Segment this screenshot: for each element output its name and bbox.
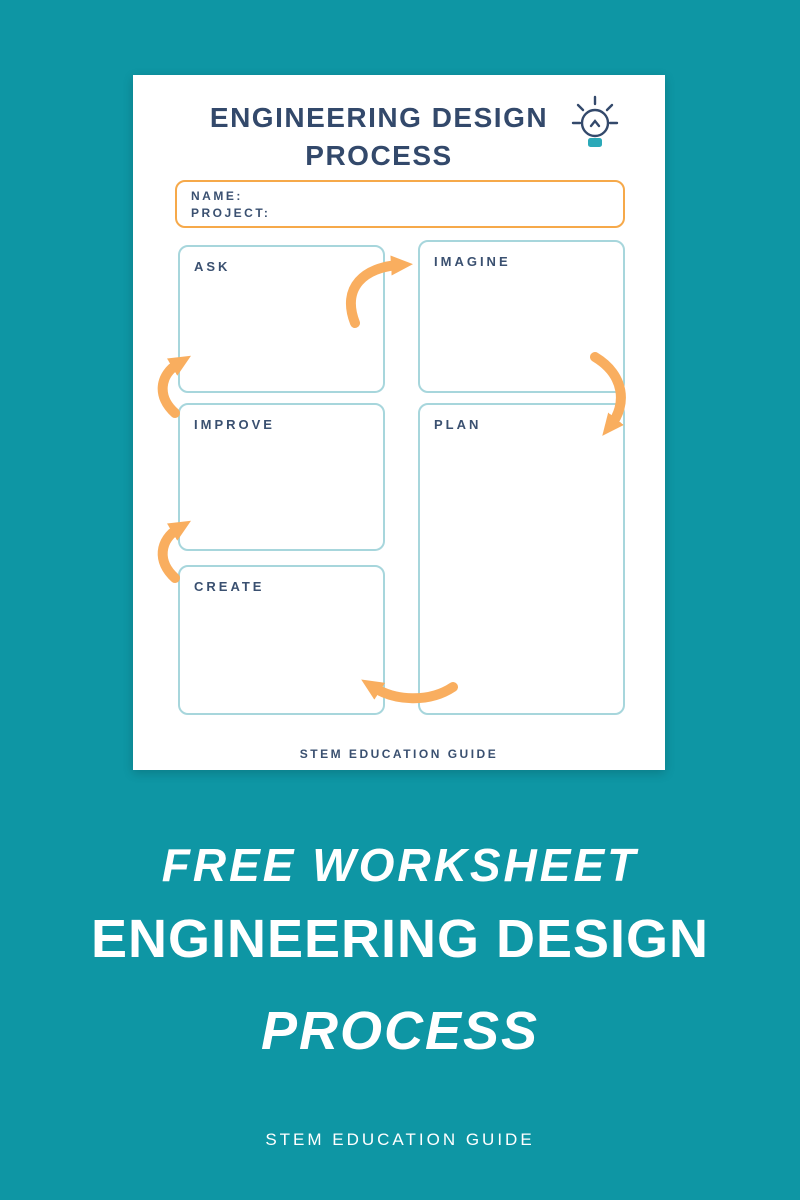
name-label: NAME: bbox=[191, 189, 243, 203]
arrow-create-to-improve bbox=[157, 520, 191, 583]
promo-footer: STEM EDUCATION GUIDE bbox=[265, 1130, 535, 1149]
box-create-label: CREATE bbox=[194, 579, 265, 594]
promo-title-line2: PROCESS bbox=[260, 1001, 540, 1061]
name-project-box: NAME: PROJECT: bbox=[175, 180, 625, 228]
box-imagine-label: IMAGINE bbox=[434, 254, 511, 269]
box-ask-label: ASK bbox=[194, 259, 231, 274]
promo-kicker: FREE WORKSHEET bbox=[161, 839, 639, 891]
worksheet-title-line1: ENGINEERING DESIGN bbox=[209, 102, 549, 133]
lightbulb-icon bbox=[571, 95, 619, 147]
box-improve-label: IMPROVE bbox=[194, 417, 275, 432]
project-label: PROJECT: bbox=[191, 206, 271, 220]
worksheet-page: ENGINEERING DESIGN PROCESS NAME: PROJECT… bbox=[133, 75, 665, 770]
worksheet-footer: STEM EDUCATION GUIDE bbox=[299, 747, 499, 761]
box-improve: IMPROVE bbox=[178, 403, 385, 551]
box-create: CREATE bbox=[178, 565, 385, 715]
box-imagine: IMAGINE bbox=[418, 240, 625, 393]
worksheet-title-line2: PROCESS bbox=[305, 139, 453, 171]
promo-title-line1: ENGINEERING DESIGN bbox=[90, 909, 710, 969]
arrow-improve-to-ask bbox=[157, 355, 191, 418]
box-plan: PLAN bbox=[418, 403, 625, 715]
box-ask: ASK bbox=[178, 245, 385, 393]
worksheet-title: ENGINEERING DESIGN PROCESS bbox=[169, 99, 589, 175]
box-plan-label: PLAN bbox=[434, 417, 482, 432]
